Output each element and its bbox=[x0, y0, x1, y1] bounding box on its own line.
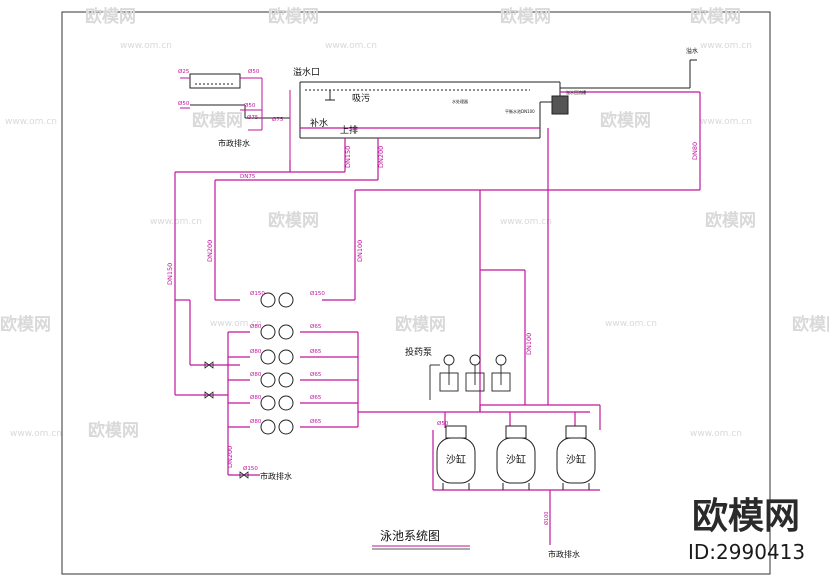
dim-label: Ø80 bbox=[250, 394, 262, 401]
pump-row bbox=[260, 292, 294, 435]
sand-tank-label: 沙缸 bbox=[506, 453, 526, 466]
watermark-site: www.om.cn bbox=[700, 117, 752, 127]
sand-filters bbox=[436, 425, 596, 490]
dim-label: Ø150 bbox=[250, 290, 265, 297]
dim-label: Ø50 bbox=[244, 102, 256, 109]
makeup-water-label: 补水 bbox=[310, 117, 328, 129]
sand-tank-label: 沙缸 bbox=[566, 453, 586, 466]
watermark-site: www.om.cn bbox=[690, 429, 742, 439]
dim-label-vertical: DN200 bbox=[226, 446, 234, 468]
municipal-drain-left-label: 市政排水 bbox=[260, 471, 292, 481]
pump-icon bbox=[278, 419, 294, 435]
dim-label: Ø150 bbox=[243, 465, 258, 472]
dim-label: Ø65 bbox=[310, 418, 322, 425]
pump-icon bbox=[278, 349, 294, 365]
dim-label: Ø150 bbox=[310, 290, 325, 297]
watermark-brand: 欧模网 bbox=[268, 6, 319, 27]
small-note: 水处理器 bbox=[452, 98, 468, 104]
dim-label: Ø65 bbox=[310, 371, 322, 378]
pump-icon bbox=[260, 395, 276, 411]
watermark-site: www.om.cn bbox=[5, 117, 57, 127]
pump-icon bbox=[260, 372, 276, 388]
municipal-drain-top-label: 市政排水 bbox=[218, 138, 250, 148]
pump-icon bbox=[278, 292, 294, 308]
dim-label: Ø65 bbox=[310, 394, 322, 401]
watermark-brand-large: 欧模网 bbox=[692, 496, 800, 537]
dim-label-vertical: DN150 bbox=[166, 263, 174, 285]
small-tank-pipes bbox=[180, 77, 291, 160]
small-note: 溢水回流槽 bbox=[566, 89, 586, 95]
watermark-brand: 欧模网 bbox=[88, 420, 139, 441]
pump-icon bbox=[260, 419, 276, 435]
watermark-brand: 欧模网 bbox=[192, 110, 243, 131]
pump-icon bbox=[278, 395, 294, 411]
pump-icon bbox=[260, 349, 276, 365]
watermark-brand: 欧模网 bbox=[85, 6, 136, 27]
dim-label-vertical: DN200 bbox=[206, 240, 214, 262]
dim-label: Ø65 bbox=[310, 323, 322, 330]
dim-label: Ø25 bbox=[178, 68, 190, 75]
dim-label: Ø50 bbox=[437, 420, 449, 427]
dim-label: Ø80 bbox=[250, 323, 262, 330]
dim-label-vertical: Ø100 bbox=[543, 512, 550, 525]
pump-icon bbox=[260, 324, 276, 340]
watermark-site: www.om.cn bbox=[150, 217, 202, 227]
watermark-site: www.om.cn bbox=[500, 217, 552, 227]
dim-label-vertical: DN80 bbox=[691, 142, 699, 160]
dim-label: Ø50 bbox=[178, 100, 190, 107]
watermark-brand: 欧模网 bbox=[500, 6, 551, 27]
watermark-brand: 欧模网 bbox=[705, 210, 756, 231]
suction-label: 吸污 bbox=[352, 92, 370, 104]
dim-label: Ø80 bbox=[250, 348, 262, 355]
top-drain-label: 上排 bbox=[340, 124, 358, 136]
dosing-pumps bbox=[429, 354, 511, 400]
pump-icon bbox=[278, 324, 294, 340]
dim-label-vertical: DN200 bbox=[377, 146, 385, 168]
watermark-brand: 欧模网 bbox=[268, 210, 319, 231]
dim-label-vertical: DN100 bbox=[525, 333, 533, 355]
watermark-layer: 欧模网 欧模网 欧模网 欧模网 www.om.cn www.om.cn www.… bbox=[0, 6, 829, 441]
watermark-site: www.om.cn bbox=[10, 429, 62, 439]
watermark-brand: 欧模网 bbox=[0, 314, 51, 335]
watermark-site: www.om.cn bbox=[325, 41, 377, 51]
small-note: 溢水 bbox=[686, 47, 698, 55]
drawing-frame bbox=[61, 11, 771, 575]
dim-label: DN75 bbox=[240, 174, 256, 180]
watermark-site: www.om.cn bbox=[210, 319, 262, 329]
watermark-brand: 欧模网 bbox=[600, 110, 651, 131]
pump-icon bbox=[278, 372, 294, 388]
pool-structure bbox=[189, 59, 697, 139]
watermark-site: www.om.cn bbox=[700, 41, 752, 51]
dim-label: Ø50 bbox=[248, 68, 260, 75]
dim-label-vertical: DN100 bbox=[356, 240, 364, 262]
watermark-brand: 欧模网 bbox=[395, 314, 446, 335]
watermark-brand: 欧模网 bbox=[792, 314, 829, 335]
pump-icon bbox=[260, 292, 276, 308]
dim-label: Ø75 bbox=[272, 116, 284, 123]
dim-label: Ø75 bbox=[247, 114, 259, 121]
watermark-id: ID:2990413 bbox=[688, 540, 805, 564]
dim-label: Ø80 bbox=[250, 418, 262, 425]
diagram-title: 泳池系统图 bbox=[380, 529, 440, 543]
watermark-site: www.om.cn bbox=[605, 319, 657, 329]
municipal-drain-bottom-label: 市政排水 bbox=[548, 549, 580, 559]
overflow-outlet-label: 溢水口 bbox=[293, 66, 320, 78]
dim-label-vertical: DN150 bbox=[344, 146, 352, 168]
small-note: 平衡水池DN100 bbox=[505, 108, 535, 114]
valves bbox=[204, 361, 249, 479]
sand-tank-label: 沙缸 bbox=[446, 453, 466, 466]
dosing-pump-label: 投药泵 bbox=[405, 346, 432, 358]
dim-label: Ø65 bbox=[310, 348, 322, 355]
watermark-site: www.om.cn bbox=[120, 41, 172, 51]
watermark-brand: 欧模网 bbox=[690, 6, 741, 27]
dim-label: Ø80 bbox=[250, 371, 262, 378]
